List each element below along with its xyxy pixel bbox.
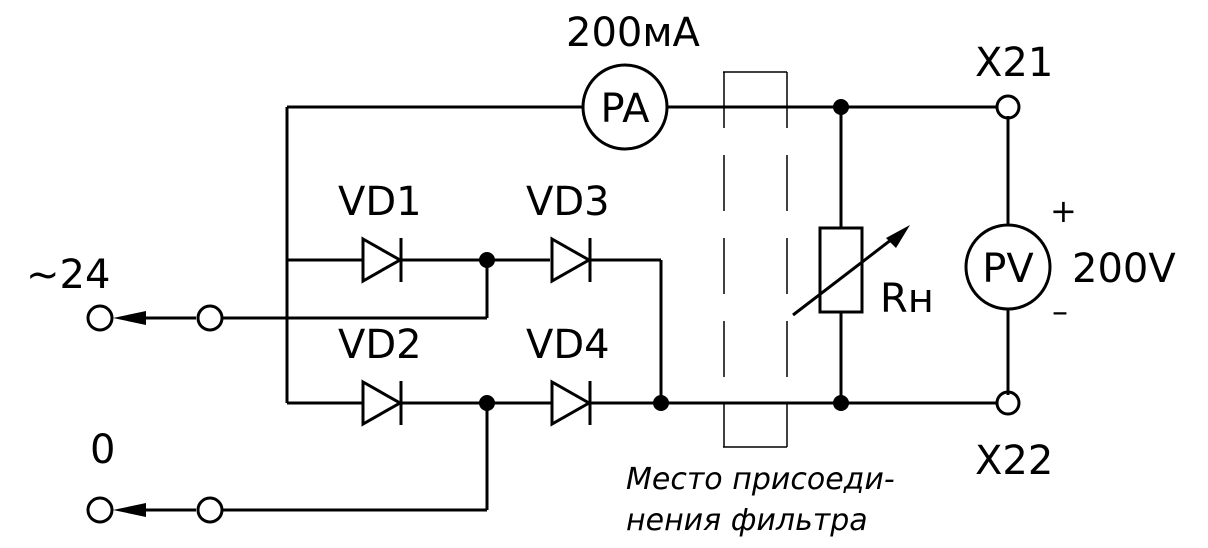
wires	[120, 105, 1010, 512]
diode-vd2-label: VD2	[338, 322, 422, 368]
input-ac-label: ~24	[26, 252, 110, 298]
plus-sign: +	[1050, 192, 1077, 230]
diode-vd3-label: VD3	[526, 179, 610, 225]
junction-dot	[833, 99, 849, 115]
junction-dot	[479, 395, 495, 411]
voltmeter-pv	[964, 223, 1052, 311]
diode-vd1	[361, 236, 404, 284]
junctions	[479, 99, 849, 411]
input-zero-label: 0	[90, 427, 115, 473]
terminal-x22-label: X22	[975, 438, 1053, 484]
junction-dot	[653, 395, 669, 411]
diode-vd4	[550, 379, 593, 427]
filter-note-line2: нения фильтра	[626, 503, 868, 538]
ammeter-rating-label: 200мА	[566, 10, 701, 56]
junction-dot	[833, 395, 849, 411]
load-resistor-label: Rн	[880, 276, 934, 322]
ammeter-pa	[581, 63, 669, 151]
junction-dot	[479, 252, 495, 268]
diode-vd3	[550, 236, 593, 284]
ammeter-label: PA	[601, 86, 651, 132]
voltmeter-label: PV	[982, 246, 1034, 292]
diode-vd4-label: VD4	[526, 322, 610, 368]
diode-vd2	[361, 379, 404, 427]
filter-note-line1: Место присоеди-	[626, 462, 895, 497]
load-resistor-rn	[792, 225, 910, 317]
terminal-x22	[995, 390, 1021, 416]
input-ac-connector	[86, 304, 224, 332]
input-zero-connector	[86, 496, 224, 524]
minus-sign: –	[1052, 292, 1068, 330]
terminal-x21-label: X21	[975, 40, 1053, 86]
filter-placeholder	[723, 71, 788, 448]
voltmeter-rating-label: 200V	[1072, 246, 1176, 292]
terminal-x21	[995, 94, 1021, 120]
diode-vd1-label: VD1	[338, 179, 422, 225]
